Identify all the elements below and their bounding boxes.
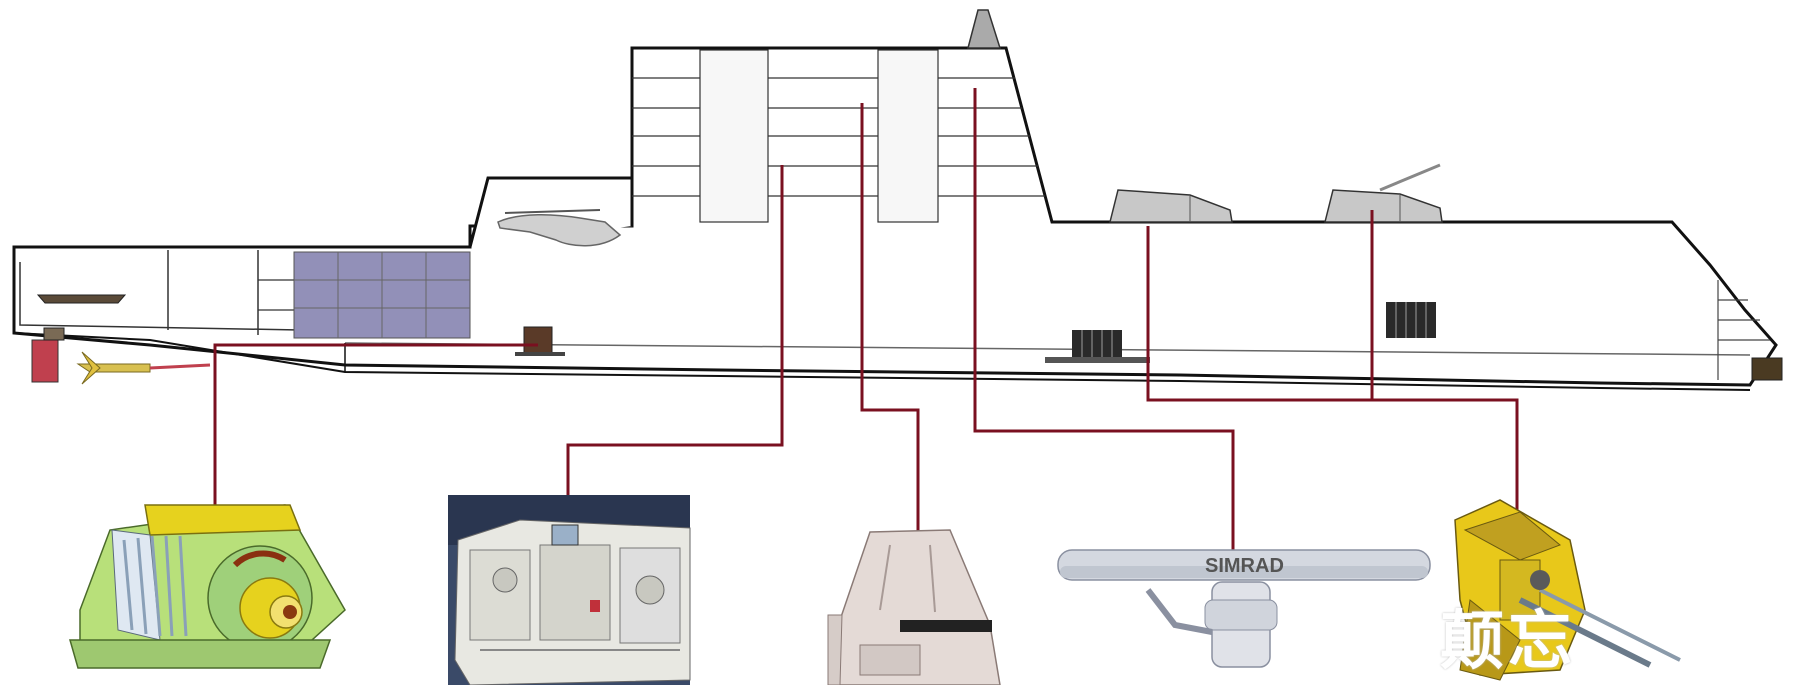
missile-cells-icon [1045,330,1150,363]
propeller-icon [31,327,211,385]
radar-antenna-icon: SIMRAD [1057,549,1431,668]
mast-icon [967,9,1002,49]
leader-line-converter [566,165,784,525]
radar-housing-icon [827,529,1001,685]
forward-turret-icon [1109,189,1233,223]
leader-line-radar [973,88,1235,555]
helicopter-icon [497,209,622,247]
leader-line-motor [213,343,538,520]
generator-cabinet-icon [448,495,691,685]
bow-turret-icon [1324,163,1443,223]
forward-cells-icon [1386,302,1436,338]
motor-box-icon [523,326,553,354]
hangar-panel [293,251,471,339]
leader-lines [213,88,1519,555]
leader-line-gun-b [1370,210,1519,540]
bow-detail [1717,280,1783,381]
gun-system-icon [1454,499,1681,681]
watermark: 颠忘 [1440,605,1576,679]
electric-motor-icon [69,504,346,669]
radar-brand-label: SIMRAD [1205,555,1284,577]
deckhouse [632,49,1045,223]
leader-line-gun-a [1146,226,1372,402]
ship-hull [12,9,1783,391]
leader-line-enclosure [860,103,920,548]
